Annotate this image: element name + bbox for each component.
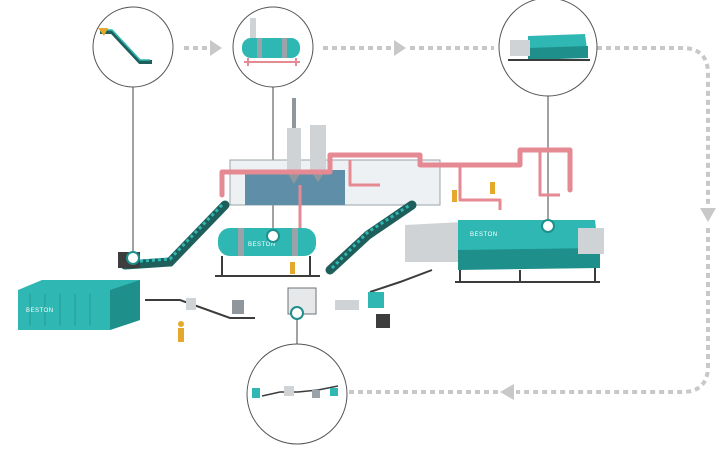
furnace-brand-label: BESTON bbox=[470, 232, 498, 238]
worker-1 bbox=[178, 328, 184, 342]
conveyor-2 bbox=[325, 200, 417, 275]
flow-arrowhead-2 bbox=[394, 40, 406, 56]
node-conveyor bbox=[126, 251, 140, 265]
rotary-drum-dryer-icon bbox=[242, 18, 300, 66]
tower-1 bbox=[287, 128, 301, 172]
flow-arrowhead-4 bbox=[500, 384, 514, 400]
callout-belt-conveyor bbox=[92, 6, 174, 88]
pipe-branch-a bbox=[348, 160, 380, 187]
flow-arrowhead-3 bbox=[700, 208, 716, 222]
pyrolysis-plant: BESTON BESTON BESTON bbox=[18, 98, 604, 342]
conveyor-1-belt bbox=[127, 203, 224, 264]
drying-drum-unit: BESTON bbox=[215, 228, 320, 277]
carbonization-furnace-icon bbox=[508, 34, 590, 61]
worker-3 bbox=[452, 190, 457, 202]
callout-drying-drum bbox=[232, 6, 314, 88]
shredder-brand-label: BESTON bbox=[26, 308, 54, 314]
flow-arrows bbox=[184, 40, 716, 400]
discharge-line-icon bbox=[252, 385, 339, 398]
drum-brand-label: BESTON bbox=[248, 242, 276, 248]
worker-4 bbox=[490, 182, 495, 194]
discharge-line bbox=[145, 269, 433, 328]
node-furnace bbox=[541, 219, 555, 233]
flow-arrow-4-descent bbox=[516, 228, 710, 394]
tower-2 bbox=[310, 125, 326, 170]
workers bbox=[178, 182, 495, 342]
node-drum bbox=[266, 229, 280, 243]
conveyor-2-belt bbox=[330, 203, 411, 270]
tower-1-cone bbox=[287, 172, 301, 184]
inclined-conveyor-icon bbox=[98, 28, 152, 64]
pipe-main-overhead bbox=[219, 147, 573, 198]
chimney bbox=[292, 98, 296, 128]
flow-arrow-3-to-4 bbox=[597, 46, 710, 206]
flow-arrowhead-1 bbox=[210, 40, 222, 56]
callout-cooling-discharge-line bbox=[246, 343, 348, 445]
pipe-branch-b bbox=[458, 165, 502, 210]
carbonization-furnace-unit: BESTON bbox=[405, 220, 604, 283]
callout-carbonization-furnace bbox=[498, 0, 598, 97]
worker-2 bbox=[290, 262, 295, 274]
shredder-container: BESTON bbox=[18, 280, 140, 330]
pipe-branch-c bbox=[538, 150, 560, 197]
node-discharge bbox=[290, 306, 304, 320]
